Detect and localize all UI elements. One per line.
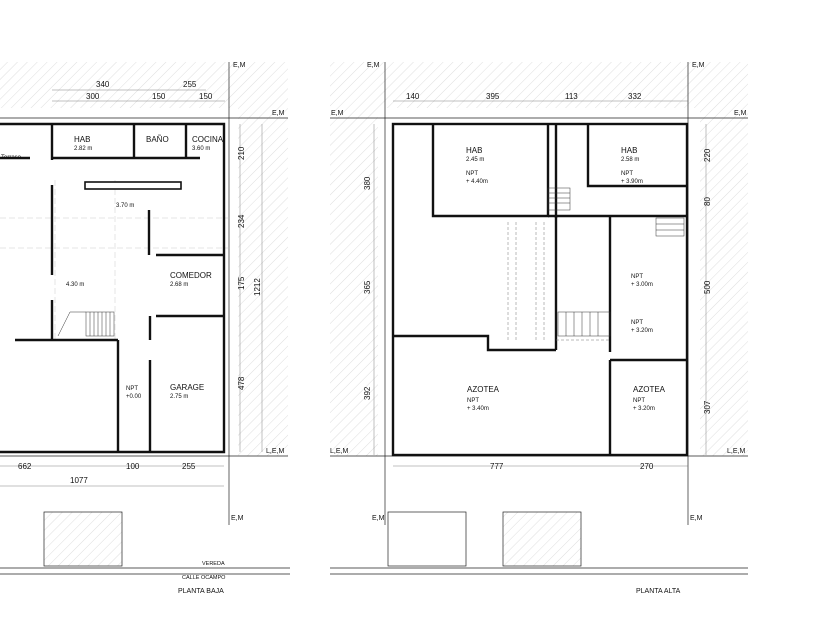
stairs-planta-alta [547, 187, 685, 337]
axis-label: E,M [372, 515, 385, 522]
axis-label: E,M [331, 110, 344, 117]
room-height-cocina: 3.60 m [192, 146, 210, 152]
room-name-terraso: Terraso [1, 155, 22, 161]
axis-label: E,M [272, 110, 285, 117]
dim-label: 478 [237, 376, 246, 390]
dim-label: 500 [703, 280, 712, 294]
room-height-hall: 3.70 m [116, 203, 134, 209]
hatch-top-left [0, 62, 288, 108]
dim-label: 210 [237, 146, 246, 160]
npt-value-hab-2: + 3.90m [621, 179, 643, 185]
room-height-hab-1: 2.45 m [466, 157, 484, 163]
stairs-planta-baja [57, 311, 115, 337]
axis-label: E,M [692, 62, 705, 69]
axis-label: E,M [367, 62, 380, 69]
room-name-cocina: COCINA [192, 135, 224, 144]
hatch-lot-right [503, 512, 581, 566]
dim-label: 113 [565, 92, 578, 101]
npt-label-azotea-1: NPT [467, 398, 479, 404]
npt-value-a: + 3.00m [631, 282, 653, 288]
dim-label: 234 [237, 214, 246, 228]
dim-label: 307 [703, 400, 712, 414]
dim-label: 1212 [253, 278, 262, 296]
axis-label: L,E,M [266, 448, 284, 455]
dim-label: 255 [183, 80, 197, 89]
dim-label: 365 [363, 280, 372, 294]
axis-label: E,M [233, 62, 246, 69]
dim-label: 175 [237, 276, 246, 290]
walls-planta-alta [391, 122, 689, 457]
room-name-bano: BAÑO [146, 135, 169, 144]
dim-label: 395 [486, 92, 500, 101]
npt-value-azotea-1: + 3.40m [467, 406, 489, 412]
dim-label: 662 [18, 462, 32, 471]
axis-label: L,E,M [330, 448, 348, 455]
dim-label: 777 [490, 462, 504, 471]
room-name-hab: HAB [74, 135, 90, 144]
axis-label: L,E,M [727, 448, 745, 455]
calle-label: CALLE OCAMPO [182, 575, 226, 581]
npt-label-hab-1: NPT [466, 171, 478, 177]
room-name-azotea-2: AZOTEA [633, 385, 666, 394]
dim-label: 150 [152, 92, 166, 101]
npt-label: NPT [126, 386, 138, 392]
room-height-living: 4.30 m [66, 282, 84, 288]
vereda-label: VEREDA [202, 561, 225, 567]
npt-label-hab-2: NPT [621, 171, 633, 177]
hatch-top-right [330, 62, 748, 108]
dim-label: 300 [86, 92, 100, 101]
axis-label: E,M [231, 515, 244, 522]
dim-label: 80 [703, 197, 712, 206]
axis-label: E,M [734, 110, 747, 117]
hatch-right-left [238, 108, 288, 456]
dim-label: 380 [363, 176, 372, 190]
hatch-left-right [330, 108, 378, 456]
dim-label: 270 [640, 462, 654, 471]
dim-label: 1077 [70, 476, 88, 485]
dim-label: 340 [96, 80, 110, 89]
dim-label: 150 [199, 92, 213, 101]
axis-label: E,M [690, 515, 703, 522]
room-name-hab-1: HAB [466, 146, 482, 155]
dim-label: 392 [363, 386, 372, 400]
dim-label: 255 [182, 462, 196, 471]
npt-label-a: NPT [631, 274, 643, 280]
hatch-lot-left [44, 512, 122, 566]
plan-title: PLANTA BAJA [178, 588, 224, 595]
npt-value-azotea-2: + 3.20m [633, 406, 655, 412]
npt-value-b: + 3.20m [631, 328, 653, 334]
plan-title: PLANTA ALTA [636, 588, 681, 595]
room-height-comedor: 2.68 m [170, 282, 188, 288]
npt-label-b: NPT [631, 320, 643, 326]
room-height-garage: 2.75 m [170, 394, 188, 400]
room-height-hab: 2.82 m [74, 146, 92, 152]
room-height-hab-2: 2.58 m [621, 157, 639, 163]
room-name-garage: GARAGE [170, 383, 204, 392]
npt-label-azotea-2: NPT [633, 398, 645, 404]
npt-value-hab-1: + 4.40m [466, 179, 488, 185]
planta-alta: E,M E,M E,M E,M L,E,M L,E,M E,M E,M [330, 62, 748, 595]
npt-value: +0.00 [126, 394, 142, 400]
hatch-right-right [700, 108, 748, 456]
dim-label: 220 [703, 148, 712, 162]
dim-label: 100 [126, 462, 140, 471]
room-name-comedor: COMEDOR [170, 271, 212, 280]
dim-label: 140 [406, 92, 420, 101]
walls-planta-baja [0, 122, 226, 454]
room-name-azotea-1: AZOTEA [467, 385, 500, 394]
room-name-hab-2: HAB [621, 146, 637, 155]
planta-baja: E,M E,M L,E,M E,M [0, 62, 290, 595]
dim-label: 332 [628, 92, 642, 101]
